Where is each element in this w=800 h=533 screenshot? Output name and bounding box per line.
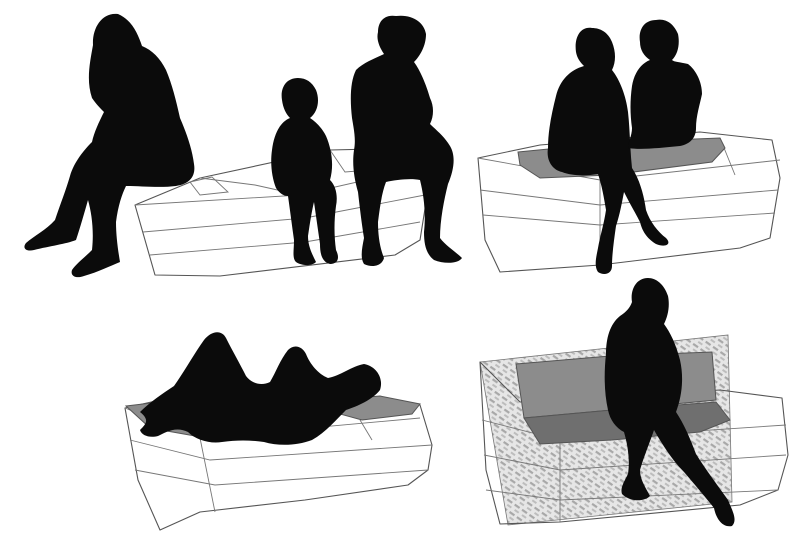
woman-long-hair-silhouette <box>24 14 194 277</box>
person-curly-hair-silhouette <box>628 20 702 149</box>
scene-bench-open-seating <box>24 14 462 277</box>
child-silhouette <box>271 78 338 265</box>
scene-bench-with-cushion <box>478 20 780 274</box>
scene-bench-reclining <box>125 332 432 530</box>
scene-bench-with-lattice-back <box>480 278 788 526</box>
person-lying-down-silhouette <box>140 332 381 445</box>
man-curly-hair-silhouette <box>351 16 462 266</box>
